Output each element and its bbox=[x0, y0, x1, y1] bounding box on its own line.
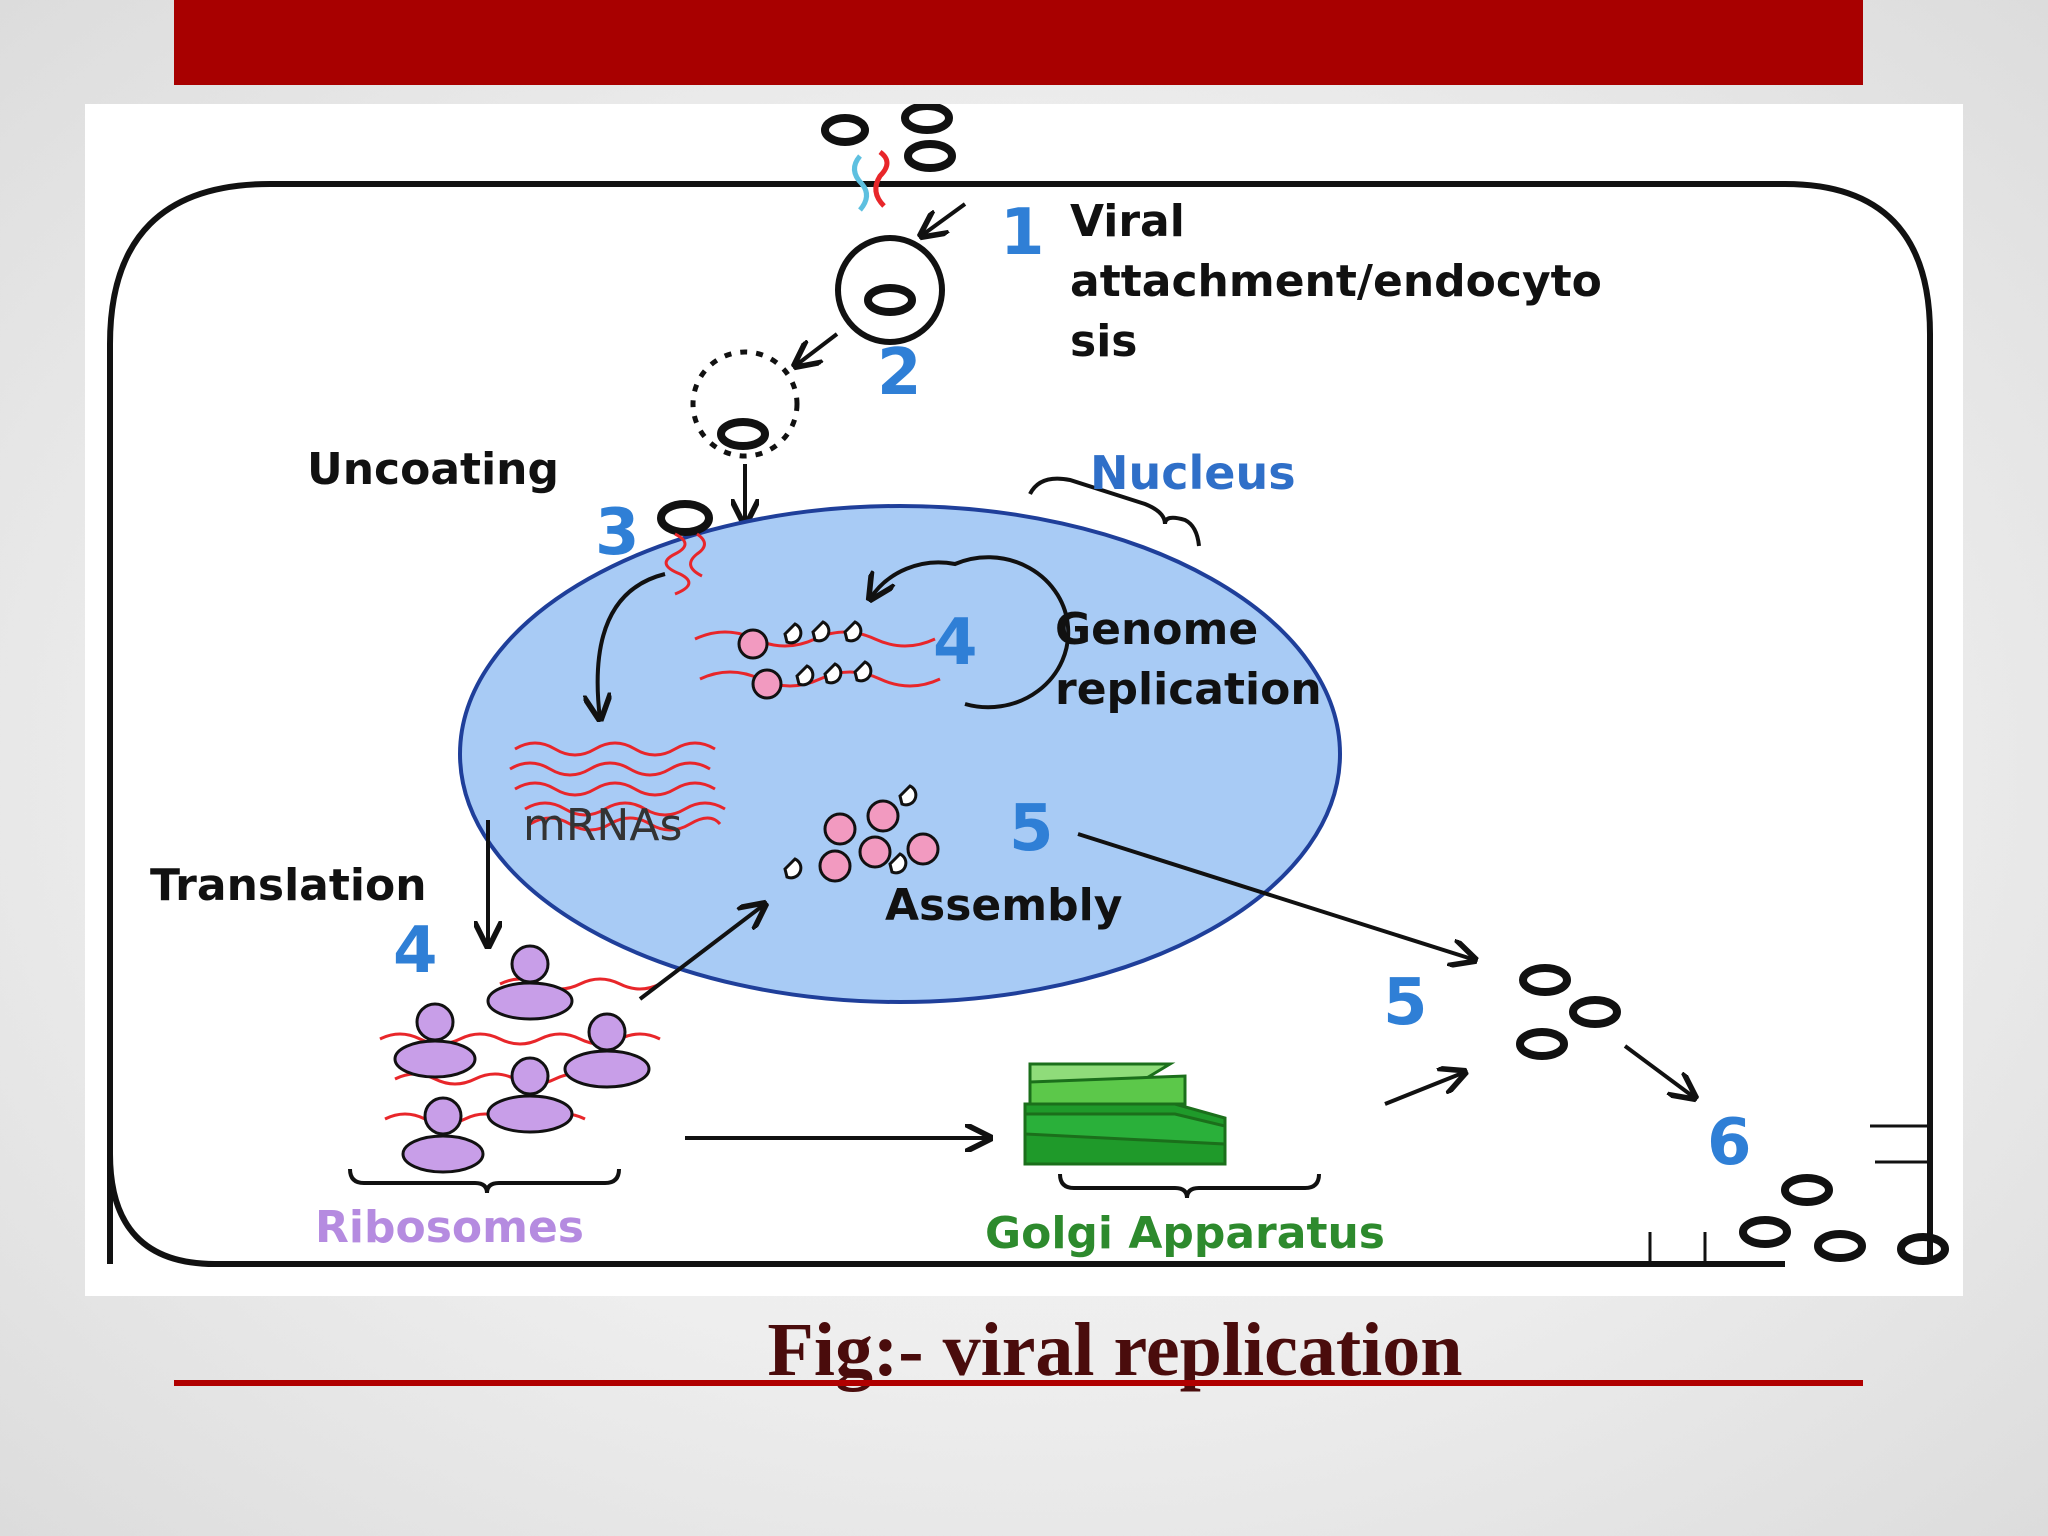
assembly-label: Assembly bbox=[885, 880, 1122, 931]
ribosomes-label: Ribosomes bbox=[315, 1202, 584, 1253]
golgi-apparatus bbox=[1023, 1062, 1227, 1166]
golgi-brace bbox=[1058, 1173, 1321, 1199]
arrow-transcription bbox=[598, 572, 666, 719]
attaching-virions bbox=[821, 104, 956, 172]
step-5-number-assembly: 5 bbox=[1009, 792, 1054, 866]
membrane-ticks bbox=[1648, 1124, 1930, 1264]
step-2-number: 2 bbox=[877, 336, 922, 410]
genome-replication-label-line-2: replication bbox=[1055, 664, 1322, 715]
attachment-label-line-3: sis bbox=[1070, 316, 1137, 367]
replication-cycle-arrow bbox=[870, 555, 1071, 710]
cell-membrane bbox=[107, 181, 1933, 1264]
figure-caption: Fig:- viral replication bbox=[767, 1308, 1463, 1392]
ribosome-brace bbox=[348, 1168, 621, 1194]
step-4-number-translation: 4 bbox=[393, 914, 438, 988]
capsid-at-pore bbox=[657, 500, 713, 536]
arrow-to-assembly bbox=[638, 904, 765, 1001]
title-bar bbox=[174, 0, 1863, 85]
step-3-number: 3 bbox=[595, 496, 640, 570]
step-1-number: 1 bbox=[1000, 196, 1045, 270]
translation-label: Translation bbox=[150, 860, 427, 911]
attachment-label-line-1: Viral bbox=[1070, 196, 1185, 247]
released-virions bbox=[1739, 1174, 1949, 1265]
replication-cluster bbox=[694, 620, 941, 700]
viral-replication-diagram: 1 2 3 4 4 5 5 6 Viral attachment/endocyt… bbox=[85, 104, 1963, 1296]
nucleus bbox=[458, 504, 1342, 1004]
mrnas-label: mRNAs bbox=[523, 800, 682, 851]
mature-virions bbox=[1516, 964, 1621, 1060]
arrow-attachment bbox=[921, 202, 967, 236]
attachment-label-line-2: attachment/endocyto bbox=[1070, 256, 1602, 307]
genome-replication-label-line-1: Genome bbox=[1055, 604, 1258, 655]
uncoating-label: Uncoating bbox=[307, 444, 559, 495]
arrow-endocytosis bbox=[795, 332, 839, 366]
arrow-release bbox=[1623, 1044, 1695, 1098]
nucleus-label: Nucleus bbox=[1090, 446, 1296, 500]
mrna-strands bbox=[509, 741, 726, 832]
assembly-cluster bbox=[783, 784, 940, 883]
arrow-golgi-exit bbox=[1384, 1072, 1465, 1106]
endosome bbox=[835, 235, 945, 345]
cell-membrane-bottom bbox=[107, 1153, 1785, 1267]
arrow-nuclear-exit bbox=[1077, 832, 1475, 960]
receptor bbox=[852, 149, 890, 212]
step-4-number-genome: 4 bbox=[933, 606, 978, 680]
ribosome-cluster bbox=[379, 944, 661, 1174]
released-genome bbox=[664, 532, 706, 596]
caption-underline bbox=[174, 1380, 1863, 1386]
golgi-label: Golgi Apparatus bbox=[985, 1208, 1385, 1259]
step-5-number-golgi: 5 bbox=[1383, 966, 1428, 1040]
step-6-number: 6 bbox=[1707, 1106, 1752, 1180]
uncoating-vesicle bbox=[690, 349, 800, 459]
nucleus-brace bbox=[1028, 476, 1201, 547]
